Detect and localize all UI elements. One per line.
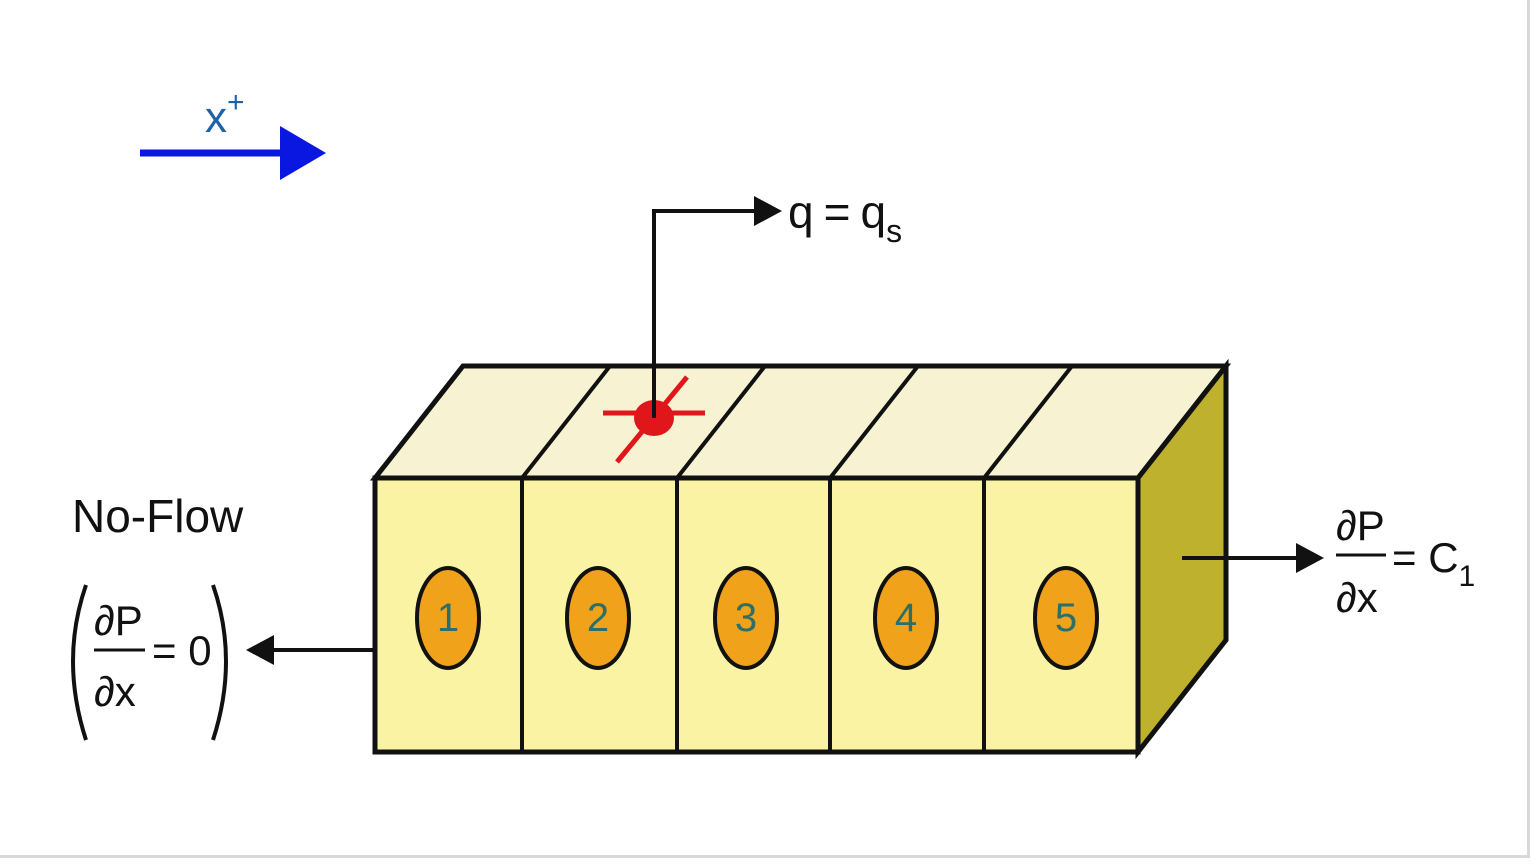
well-rate-label: q=qs (788, 186, 902, 249)
cell-3: 3 (713, 566, 779, 670)
left-boundary-arrow (246, 635, 375, 665)
cell-1: 1 (415, 566, 481, 670)
cell-4: 4 (873, 566, 939, 670)
right-denominator: ∂x (1336, 574, 1378, 621)
right-boundary-equation: ∂P ∂x = C1 (1336, 502, 1475, 621)
left-numerator: ∂P (94, 597, 143, 644)
left-boundary-equation: ∂P ∂x = 0 (71, 584, 228, 741)
front-dividers (520, 478, 986, 752)
right-numerator: ∂P (1336, 502, 1385, 549)
right-rhs: = C1 (1392, 534, 1475, 593)
no-flow-title: No-Flow (72, 490, 244, 542)
left-denominator: ∂x (94, 668, 136, 715)
left-rhs: = 0 (152, 627, 212, 674)
cell-number: 1 (437, 596, 459, 640)
right-boundary-arrow (1182, 543, 1324, 573)
x-direction-arrow (140, 126, 326, 180)
cell-number: 4 (895, 596, 917, 640)
cell-5: 5 (1033, 566, 1099, 670)
well-flow-arrow (652, 196, 782, 418)
block-top-face (369, 363, 1232, 481)
top-dividers (520, 364, 1074, 480)
x-direction-label: x+ (205, 86, 245, 142)
cell-number: 3 (735, 596, 757, 640)
cell-number: 5 (1055, 596, 1077, 640)
cell-number: 2 (587, 596, 609, 640)
cell-2: 2 (565, 566, 631, 670)
